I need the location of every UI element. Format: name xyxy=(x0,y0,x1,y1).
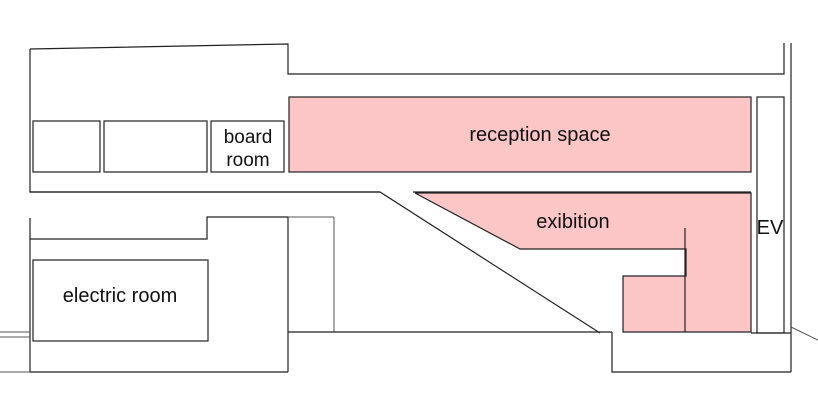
electric-room-label: electric room xyxy=(63,285,177,307)
exhibition-label: exibition xyxy=(536,211,609,233)
reception-space-label: reception space xyxy=(469,124,610,146)
electric-room xyxy=(32,259,209,342)
exterior-slope xyxy=(790,326,818,341)
floor-slab-top xyxy=(30,191,601,334)
slab-and-ramp xyxy=(30,191,751,334)
upper-room-1 xyxy=(32,120,101,173)
elevator-shaft xyxy=(756,96,785,334)
exhibition-space: exibition xyxy=(414,192,752,333)
pit-outline xyxy=(611,332,791,373)
elevator-label: EV xyxy=(757,217,784,239)
reception-space xyxy=(288,96,752,173)
lower-ceiling xyxy=(29,216,289,372)
board-room xyxy=(210,120,285,173)
board-room-label-line2: room xyxy=(226,150,269,171)
exhibition-area xyxy=(414,192,752,333)
upper-room-2 xyxy=(103,120,208,173)
board-room-label-line1: board xyxy=(224,127,273,148)
lower-floor: electric room xyxy=(0,216,818,373)
entrance-step xyxy=(0,331,30,373)
upper-floor: board room reception space EV xyxy=(29,43,792,372)
